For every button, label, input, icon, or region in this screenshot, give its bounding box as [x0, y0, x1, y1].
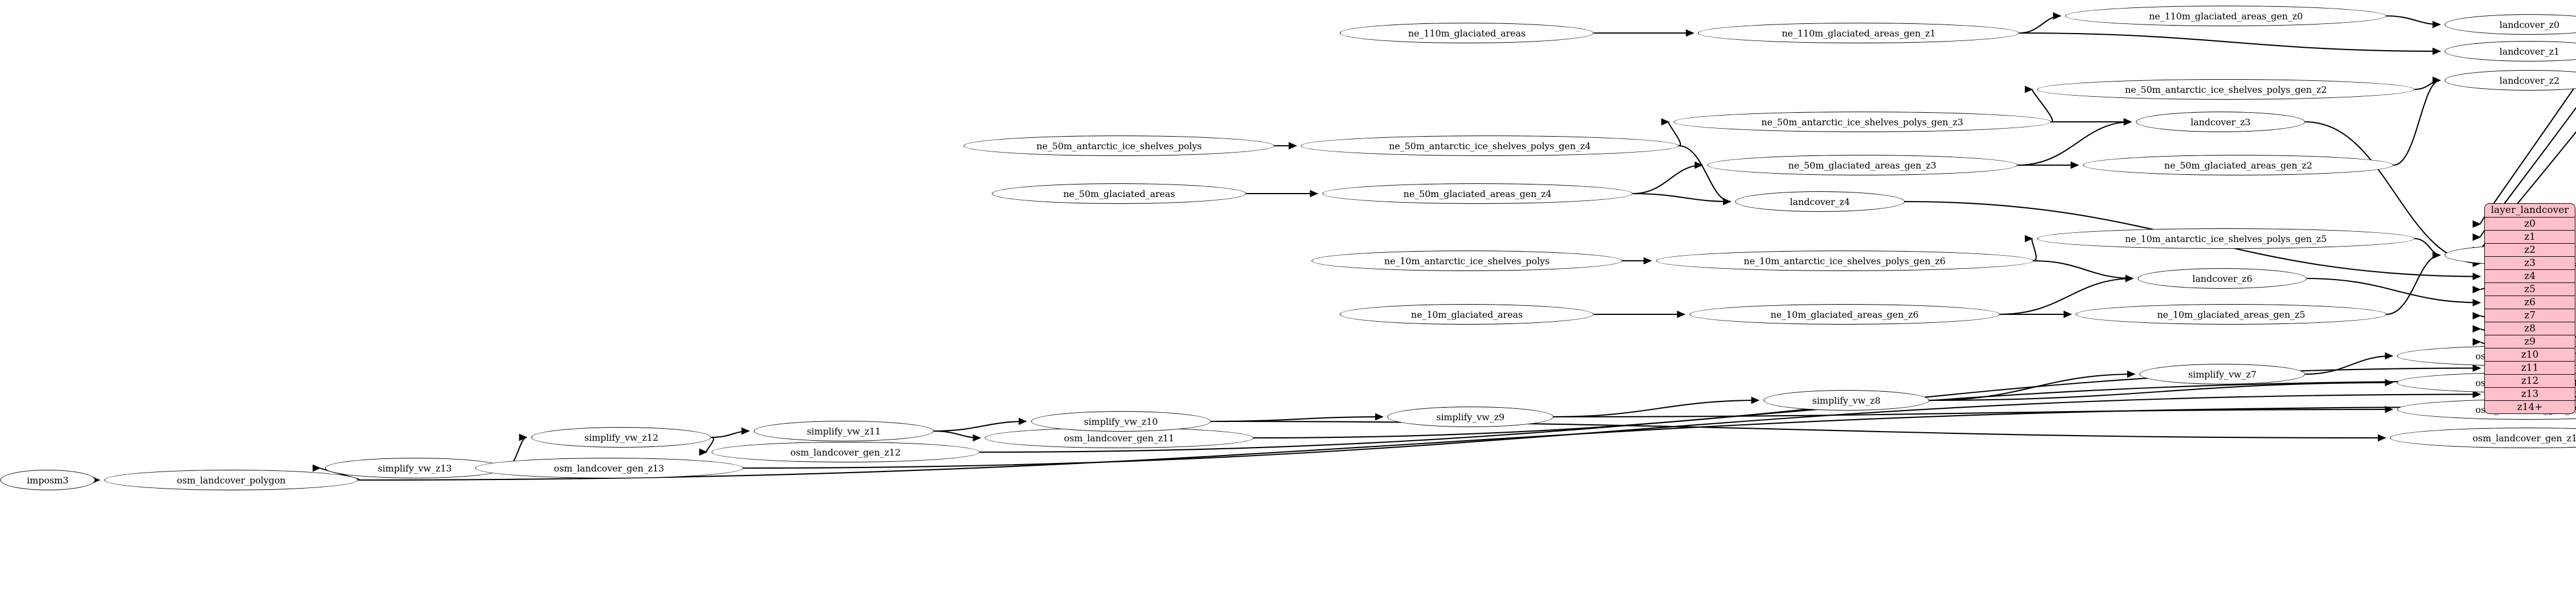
- layer-table-row-z12[interactable]: z12: [2485, 375, 2575, 388]
- edge-simplify_vw_z8-to-simplify_vw_z7: [1929, 370, 2136, 401]
- graph-node-simplify_vw_z8[interactable]: simplify_vw_z8: [1763, 390, 1930, 411]
- edge-ne_50m_antarctic_ice_shelves_polys_gen_z4-to-ne_50m_antarctic_ice_shelves_polys_gen_z3: [1661, 118, 1681, 147]
- layer-table-row-z2[interactable]: z2: [2485, 244, 2575, 257]
- layer-table-row-z3[interactable]: z3: [2485, 257, 2575, 270]
- layer-table-row-z0[interactable]: z0: [2485, 218, 2575, 231]
- layer-table-row-z1[interactable]: z1: [2485, 231, 2575, 244]
- layer-table-row-z7[interactable]: z7: [2485, 309, 2575, 322]
- graph-node-imposm3[interactable]: imposm3: [0, 470, 96, 490]
- graph-node-ne_50m_glaciated_areas_gen_z4[interactable]: ne_50m_glaciated_areas_gen_z4: [1322, 183, 1633, 204]
- layer-table-row-z5[interactable]: z5: [2485, 283, 2575, 296]
- edge-simplify_vw_z11-to-osm_landcover_gen_z11: [933, 430, 981, 442]
- layer-table-row-z10[interactable]: z10: [2485, 348, 2575, 362]
- graph-node-ne_10m_glaciated_areas_gen_z6[interactable]: ne_10m_glaciated_areas_gen_z6: [1689, 304, 2000, 325]
- graph-node-osm_landcover_gen_z12[interactable]: osm_landcover_gen_z12: [711, 442, 980, 462]
- edge-simplify_vw_z12-to-simplify_vw_z11: [711, 427, 750, 438]
- graph-node-ne_10m_antarctic_ice_shelves_polys_gen_z6[interactable]: ne_10m_antarctic_ice_shelves_polys_gen_z…: [1655, 251, 2034, 271]
- graph-node-ne_50m_antarctic_ice_shelves_polys[interactable]: ne_50m_antarctic_ice_shelves_polys: [963, 136, 1275, 156]
- graph-node-ne_10m_glaciated_areas_gen_z5[interactable]: ne_10m_glaciated_areas_gen_z5: [2075, 304, 2387, 325]
- edge-ne_110m_glaciated_areas_gen_z0-to-landcover_z0: [2386, 15, 2441, 28]
- edge-landcover_z6-to-layer_landcover.z6: [2307, 277, 2481, 306]
- edge-simplify_vw_z10-to-osm_landcover_gen_z10: [1211, 420, 2386, 442]
- layer-table-row-z9[interactable]: z9: [2485, 335, 2575, 348]
- edge-ne_10m_antarctic_ice_shelves_polys_gen_z6-to-ne_10m_antarctic_ice_shelves_polys_gen_z5: [2024, 235, 2037, 262]
- layer-table-row-z13[interactable]: z13: [2485, 388, 2575, 401]
- edge-ne_10m_antarctic_ice_shelves_polys_gen_z5-to-landcover_z5: [2414, 237, 2441, 259]
- edge-ne_50m_antarctic_ice_shelves_polys_gen_z2-to-landcover_z2: [2414, 76, 2441, 91]
- graph-node-osm_landcover_polygon[interactable]: osm_landcover_polygon: [104, 470, 359, 490]
- edge-ne_110m_glaciated_areas_gen_z1-to-ne_110m_glaciated_areas_gen_z0: [2019, 12, 2062, 34]
- edge-osm_landcover_gen_z13-to-layer_landcover.z13: [743, 391, 2481, 469]
- graph-node-ne_10m_antarctic_ice_shelves_polys_gen_z5[interactable]: ne_10m_antarctic_ice_shelves_polys_gen_z…: [2037, 228, 2415, 249]
- edge-simplify_vw_z10-to-simplify_vw_z9: [1211, 413, 1384, 423]
- graph-node-ne_10m_antarctic_ice_shelves_polys[interactable]: ne_10m_antarctic_ice_shelves_polys: [1311, 251, 1622, 271]
- edge-simplify_vw_z7-to-osm_landcover_gen_z7: [2305, 352, 2393, 375]
- edge-ne_10m_glaciated_areas_gen_z5-to-landcover_z5: [2386, 251, 2441, 315]
- graph-node-landcover_z3[interactable]: landcover_z3: [2136, 112, 2306, 132]
- edge-simplify_vw_z11-to-simplify_vw_z10: [933, 417, 1027, 432]
- graph-node-landcover_z1[interactable]: landcover_z1: [2444, 41, 2576, 61]
- graph-node-ne_10m_glaciated_areas[interactable]: ne_10m_glaciated_areas: [1339, 304, 1594, 325]
- layer-table-row-z11[interactable]: z11: [2485, 362, 2575, 375]
- graph-node-simplify_vw_z7[interactable]: simplify_vw_z7: [2139, 364, 2306, 384]
- edge-simplify_vw_z9-to-osm_landcover_gen_z9: [1553, 405, 2393, 418]
- graph-node-ne_50m_glaciated_areas[interactable]: ne_50m_glaciated_areas: [992, 183, 1246, 204]
- graph-node-ne_50m_glaciated_areas_gen_z3[interactable]: ne_50m_glaciated_areas_gen_z3: [1707, 155, 2018, 175]
- graph-node-landcover_z0[interactable]: landcover_z0: [2444, 14, 2576, 35]
- graph-node-simplify_vw_z11[interactable]: simplify_vw_z11: [753, 421, 934, 441]
- graph-node-ne_50m_antarctic_ice_shelves_polys_gen_z2[interactable]: ne_50m_antarctic_ice_shelves_polys_gen_z…: [2037, 79, 2415, 100]
- graph-node-simplify_vw_z10[interactable]: simplify_vw_z10: [1031, 411, 1211, 432]
- edge-ne_50m_glaciated_areas_gen_z4-to-landcover_z4: [1632, 192, 1732, 206]
- edge-ne_50m_glaciated_areas_gen_z4-to-ne_50m_glaciated_areas_gen_z3: [1632, 161, 1703, 195]
- edge-simplify_vw_z9-to-simplify_vw_z8: [1553, 396, 1760, 418]
- layer-table-row-z14+[interactable]: z14+: [2485, 401, 2575, 413]
- graph-node-ne_110m_glaciated_areas_gen_z0[interactable]: ne_110m_glaciated_areas_gen_z0: [2065, 6, 2387, 26]
- layer-table-row-z4[interactable]: z4: [2485, 270, 2575, 283]
- graph-node-landcover_z4[interactable]: landcover_z4: [1735, 191, 1905, 212]
- graph-node-landcover_z2[interactable]: landcover_z2: [2444, 70, 2576, 91]
- layer-table-header: layer_landcover: [2485, 204, 2575, 218]
- graph-node-ne_50m_glaciated_areas_gen_z2[interactable]: ne_50m_glaciated_areas_gen_z2: [2083, 155, 2394, 175]
- graph-node-ne_110m_glaciated_areas[interactable]: ne_110m_glaciated_areas: [1339, 23, 1594, 43]
- edge-simplify_vw_z8-to-osm_landcover_gen_z8: [1929, 379, 2393, 401]
- edge-ne_10m_antarctic_ice_shelves_polys_gen_z6-to-landcover_z6: [2033, 260, 2134, 282]
- edge-ne_50m_antarctic_ice_shelves_polys_gen_z4-to-landcover_z4: [1679, 145, 1732, 206]
- graph-node-landcover_z6[interactable]: landcover_z6: [2138, 268, 2307, 289]
- layer-table-row-z8[interactable]: z8: [2485, 322, 2575, 335]
- graph-node-simplify_vw_z9[interactable]: simplify_vw_z9: [1387, 407, 1553, 427]
- graph-node-simplify_vw_z12[interactable]: simplify_vw_z12: [531, 427, 712, 448]
- graph-node-ne_50m_antarctic_ice_shelves_polys_gen_z4[interactable]: ne_50m_antarctic_ice_shelves_polys_gen_z…: [1301, 136, 1679, 156]
- graph-node-osm_landcover_gen_z13[interactable]: osm_landcover_gen_z13: [474, 458, 744, 478]
- graph-node-ne_110m_glaciated_areas_gen_z1[interactable]: ne_110m_glaciated_areas_gen_z1: [1698, 23, 2020, 43]
- layer-table-row-z6[interactable]: z6: [2485, 296, 2575, 309]
- edge-ne_50m_antarctic_ice_shelves_polys_gen_z3-to-ne_50m_antarctic_ice_shelves_polys_gen_z2: [2024, 85, 2053, 123]
- edge-ne_110m_glaciated_areas_gen_z1-to-landcover_z1: [2019, 32, 2441, 55]
- graph-node-ne_50m_antarctic_ice_shelves_polys_gen_z3[interactable]: ne_50m_antarctic_ice_shelves_polys_gen_z…: [1673, 112, 2052, 132]
- graph-node-osm_landcover_gen_z10[interactable]: osm_landcover_gen_z10: [2390, 428, 2576, 448]
